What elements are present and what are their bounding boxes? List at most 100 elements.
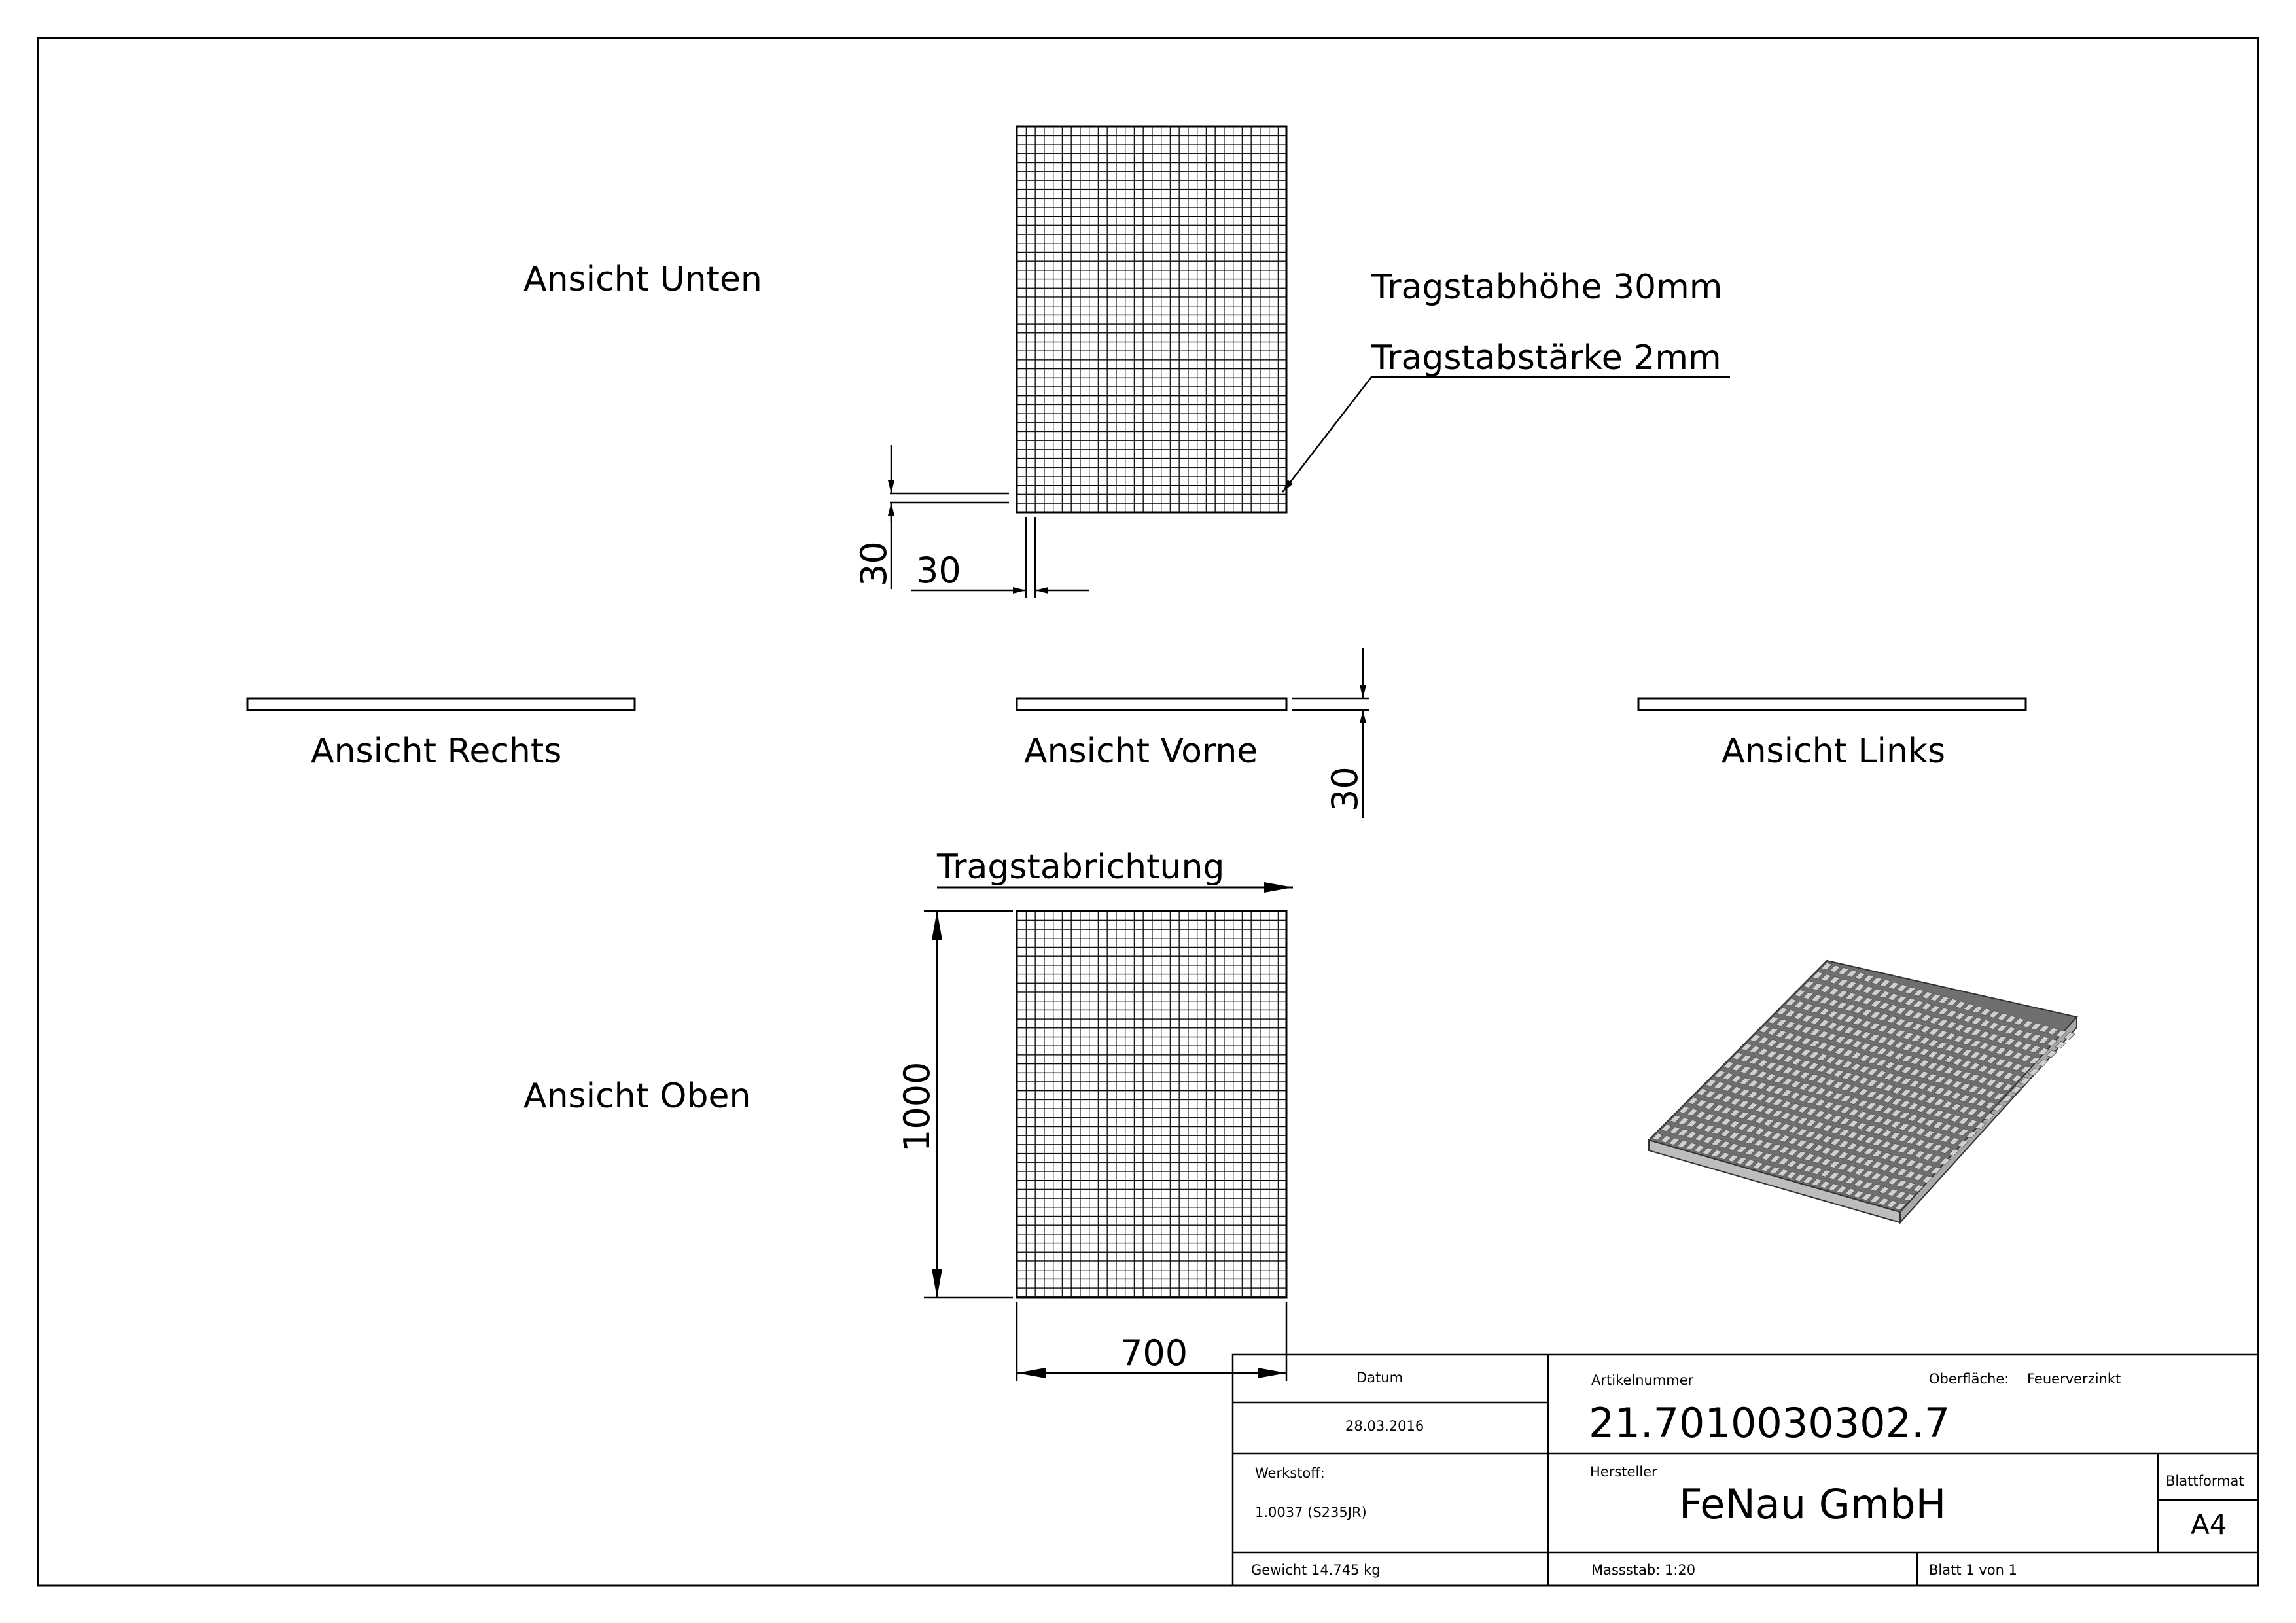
iso-mesh-cell — [1994, 1058, 2007, 1066]
iso-mesh-cell — [1758, 1025, 1771, 1033]
iso-mesh-cell — [1838, 1128, 1850, 1137]
iso-mesh-cell — [1867, 1056, 1879, 1065]
iso-mesh-cell — [1845, 981, 1858, 989]
iso-mesh-cell — [1729, 1109, 1741, 1117]
iso-mesh-cell — [1827, 1010, 1839, 1018]
iso-mesh-cell — [1746, 1091, 1759, 1099]
iso-mesh-cell — [2045, 1050, 2058, 1058]
iso-mesh-cell — [1933, 1098, 1945, 1107]
iso-mesh-cell — [1790, 1080, 1802, 1088]
iso-mesh-cell — [1676, 1140, 1689, 1148]
weight-value: Gewicht 14.745 kg — [1251, 1562, 1381, 1578]
iso-mesh-cell — [1902, 1031, 1915, 1040]
iso-mesh-cell — [1886, 1004, 1899, 1012]
iso-mesh-cell — [1790, 1069, 1803, 1077]
bar-direction-label: Tragstabrichtung — [936, 847, 1224, 887]
iso-mesh-cell — [1961, 1048, 1973, 1057]
iso-mesh-cell — [1892, 1075, 1904, 1083]
iso-mesh-cell — [2001, 1095, 2013, 1103]
iso-mesh-cell — [1872, 1127, 1884, 1135]
iso-mesh-cell — [1765, 1061, 1777, 1070]
front-height-value: 30 — [1324, 766, 1366, 812]
iso-mesh-cell — [1811, 1167, 1824, 1175]
iso-mesh-cell — [1696, 1088, 1708, 1096]
iso-mesh-cell — [1853, 1179, 1865, 1187]
iso-mesh-cell — [1867, 1045, 1880, 1053]
iso-mesh-cell — [1723, 1061, 1735, 1069]
iso-mesh-cell — [1979, 1019, 1991, 1027]
iso-mesh-cell — [1832, 1080, 1845, 1089]
iso-mesh-cell — [1731, 1063, 1743, 1071]
iso-mesh-cell — [1899, 1100, 1911, 1108]
iso-mesh-cell — [1820, 962, 1833, 971]
iso-mesh-cell — [1966, 1108, 1979, 1116]
iso-mesh-cell — [1950, 1103, 1962, 1111]
iso-mesh-cell — [1791, 1046, 1803, 1054]
iso-mesh-cell — [1974, 1122, 1987, 1130]
iso-mesh-cell — [1884, 1050, 1897, 1058]
iso-mesh-cell — [1875, 1059, 1888, 1067]
iso-mesh-cell — [1788, 1114, 1800, 1122]
iso-mesh-cell — [1903, 1009, 1915, 1017]
iso-mesh-cell — [1668, 1137, 1680, 1146]
iso-mesh-cell — [1894, 1202, 1907, 1211]
iso-mesh-cell — [1901, 1066, 1913, 1074]
iso-mesh-cell — [1842, 1049, 1854, 1058]
iso-mesh-cell — [2021, 1043, 2033, 1051]
iso-mesh-cell — [1804, 1130, 1816, 1139]
iso-mesh-cell — [1985, 1067, 1998, 1075]
iso-mesh-cell — [1818, 1008, 1831, 1016]
iso-mesh-cell — [1778, 1135, 1791, 1143]
iso-mesh-cell — [1942, 1089, 1954, 1097]
iso-mesh-cell — [1846, 1131, 1859, 1139]
iso-mesh-cell — [1881, 1129, 1893, 1137]
iso-mesh-cell — [1913, 1173, 1925, 1181]
iso-mesh-cell — [1796, 1116, 1809, 1125]
iso-mesh-cell — [1794, 1162, 1807, 1170]
iso-mesh-cell — [1775, 1018, 1788, 1027]
iso-mesh-cell — [1894, 1018, 1907, 1026]
iso-mesh-cell — [2019, 1077, 2031, 1085]
iso-mesh-cell — [1805, 1119, 1817, 1127]
iso-mesh-cell — [1931, 1143, 1943, 1152]
material-value: 1.0037 (S235JR) — [1255, 1505, 1367, 1520]
iso-mesh-cell — [1744, 1148, 1756, 1156]
iso-mesh-cell — [1978, 1042, 1990, 1050]
iso-mesh-cell — [1778, 1157, 1790, 1166]
bottom-view — [1016, 125, 1288, 514]
iso-mesh-cell — [1801, 1026, 1813, 1034]
iso-mesh-cell — [2020, 1054, 2032, 1062]
iso-mesh-cell — [1861, 1008, 1873, 1016]
iso-mesh-cell — [1887, 1177, 1899, 1185]
iso-mesh-cell — [1769, 1155, 1782, 1163]
bar-thickness-leader — [1282, 376, 1730, 493]
iso-mesh-cell — [1846, 1154, 1858, 1162]
iso-mesh-cell — [1877, 1024, 1889, 1033]
iso-mesh-cell — [1837, 967, 1850, 975]
iso-mesh-cell — [2038, 1025, 2051, 1033]
bar-thickness-note: Tragstabstärke 2mm — [1371, 338, 1722, 378]
iso-mesh-cell — [1893, 1052, 1905, 1060]
iso-mesh-cell — [1958, 1094, 1971, 1102]
iso-mesh-cell — [1796, 1128, 1808, 1136]
iso-mesh-cell — [1839, 1106, 1852, 1114]
iso-mesh-cell — [1833, 1069, 1845, 1078]
iso-mesh-cell — [1757, 1059, 1769, 1067]
iso-mesh-cell — [1860, 1020, 1873, 1028]
iso-mesh-cell — [1820, 1147, 1833, 1155]
iso-mesh-cell — [1704, 1090, 1716, 1098]
article-value: 21.7010030302.7 — [1589, 1399, 1950, 1447]
iso-mesh-cell — [1915, 1128, 1927, 1135]
iso-mesh-cell — [1710, 1138, 1723, 1147]
iso-mesh-cell — [1769, 1166, 1781, 1175]
iso-mesh-cell — [1930, 1155, 1943, 1163]
iso-mesh-cell — [1826, 1022, 1839, 1030]
iso-mesh-cell — [1887, 993, 1899, 1001]
iso-mesh-cell — [1795, 1150, 1807, 1159]
iso-mesh-cell — [1854, 1145, 1867, 1153]
iso-mesh-cell — [1854, 972, 1866, 980]
iso-mesh-cell — [1660, 1124, 1672, 1132]
iso-mesh-cell — [1935, 1053, 1947, 1061]
iso-mesh-cell — [1773, 1064, 1786, 1072]
iso-mesh-cell — [1987, 1022, 2000, 1030]
